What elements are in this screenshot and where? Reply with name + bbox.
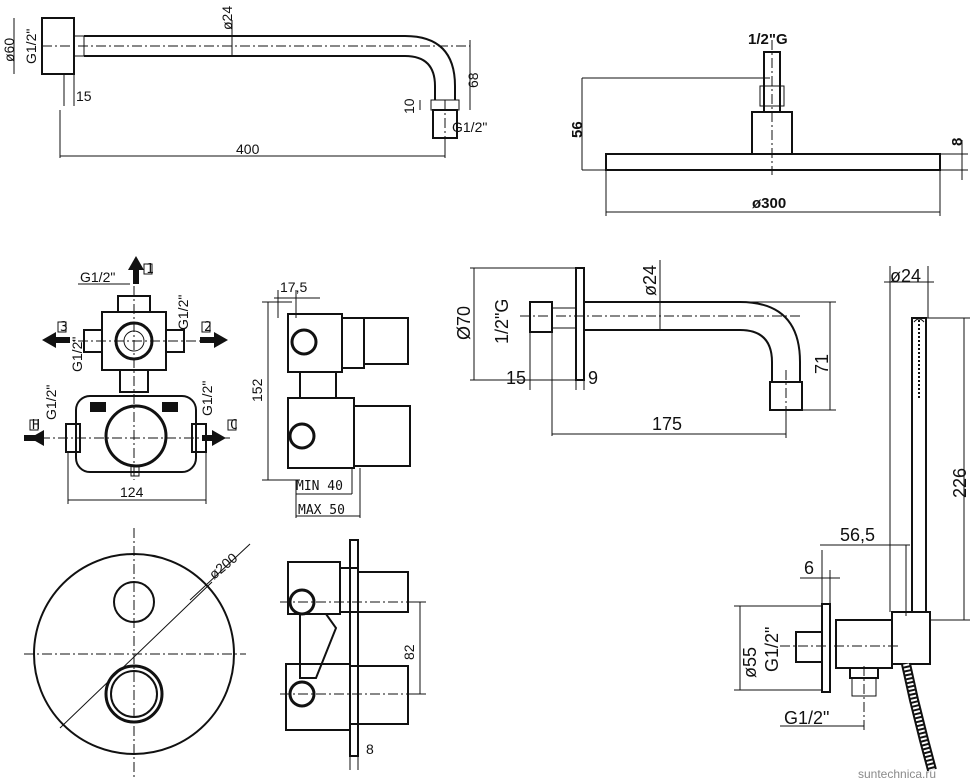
- wall-arm-drawing: Ø70 1/2"G ø24 15 9 71 175: [454, 260, 836, 438]
- shower-head-drawing: 1/2"G 56 8 ø300: [569, 31, 968, 216]
- port-label-h: H: [32, 418, 40, 433]
- label-d71: 71: [812, 354, 832, 374]
- arm-pipe-top: [84, 35, 456, 100]
- plate-section: [349, 539, 359, 757]
- label-g-right: G1/2": [452, 119, 487, 135]
- port-label-c: C: [230, 418, 238, 433]
- mixer-side-drawing: 17,5 152 MIN 40 MAX 50: [249, 279, 411, 518]
- label-d68: 68: [465, 72, 481, 88]
- label-d300: ø300: [752, 195, 786, 212]
- wall-plate-drawing: ø200: [24, 528, 251, 780]
- watermark-text: suntechnica.ru: [858, 767, 936, 781]
- label-min: MIN 40: [296, 479, 343, 494]
- label-max: MAX 50: [298, 503, 345, 518]
- label-g-left: G1/2": [69, 337, 85, 372]
- label-d6: 6: [804, 558, 814, 578]
- hand-shower-drawing: ø24 226 56,5 6 ø55 G1/2" G1/2": [734, 266, 970, 772]
- label-d175: 175: [652, 414, 682, 434]
- label-d10: 10: [401, 98, 417, 114]
- label-d226: 226: [950, 468, 970, 498]
- mixer-side-plate-drawing: 82 8: [280, 539, 426, 770]
- mixer-front-drawing: G1/2" G1/2" G1/2" G1/2" G1/2" 124 1 2 3 …: [24, 256, 238, 504]
- label-d55: ø55: [740, 647, 760, 678]
- label-d8: 8: [366, 741, 374, 757]
- label-d24: ø24: [890, 266, 921, 286]
- label-d200: ø200: [206, 549, 241, 582]
- label-g-left: G1/2": [23, 29, 39, 64]
- port-label-2: 2: [204, 320, 212, 335]
- port-label-3: 3: [60, 320, 68, 335]
- label-d24: ø24: [640, 265, 660, 296]
- label-g-low-left: G1/2": [43, 385, 59, 420]
- hand-shower-body: [911, 317, 927, 613]
- label-d17-5: 17,5: [280, 279, 307, 295]
- thermostat-body: [75, 395, 197, 473]
- label-g-bottom: G1/2": [784, 708, 829, 728]
- label-d82: 82: [401, 644, 417, 660]
- label-d60: ø60: [1, 38, 17, 62]
- head-plate: [605, 153, 941, 171]
- label-g-top: G1/2": [80, 269, 115, 285]
- label-g-mid: G1/2": [762, 627, 782, 672]
- hand-shower-holder: [835, 619, 893, 669]
- label-g-top-right: G1/2": [175, 295, 191, 330]
- label-d15: 15: [506, 368, 526, 388]
- label-d70: Ø70: [454, 306, 474, 340]
- label-thread: 1/2"G: [748, 31, 788, 48]
- label-d8: 8: [949, 138, 966, 146]
- label-d400: 400: [236, 141, 260, 157]
- label-d56: 56: [569, 121, 586, 138]
- shower-arm-drawing: ø60 G1/2" ø24 15 10 68 G1/2" 400: [1, 6, 487, 158]
- label-d15: 15: [76, 88, 92, 104]
- label-d24: ø24: [219, 6, 235, 30]
- label-d124: 124: [120, 484, 144, 500]
- wall-arm-flange: [575, 267, 585, 381]
- label-d56-5: 56,5: [840, 525, 875, 545]
- label-thread: 1/2"G: [492, 299, 512, 344]
- port-label-1: 1: [146, 262, 154, 277]
- arm-pipe-bottom: [84, 55, 436, 100]
- label-d152: 152: [249, 378, 265, 402]
- label-g-low-right: G1/2": [199, 381, 215, 416]
- label-d9: 9: [588, 368, 598, 388]
